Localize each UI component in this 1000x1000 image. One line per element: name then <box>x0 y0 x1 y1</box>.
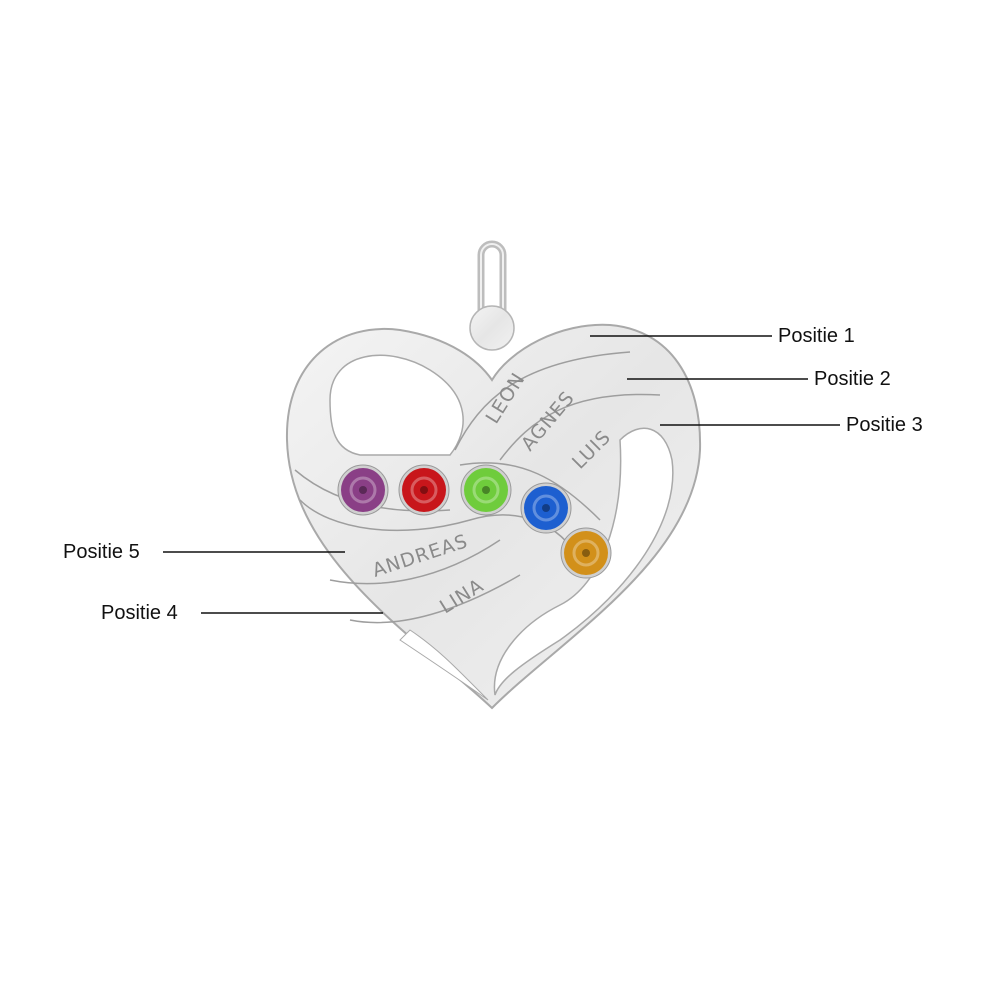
stone-peridot <box>460 464 512 516</box>
band-engraving-lines <box>294 351 661 624</box>
left-loop-cutout <box>329 354 464 456</box>
bottom-left-cutout <box>399 629 489 701</box>
stone-amethyst <box>337 464 389 516</box>
label-positie-3: Positie 3 <box>846 414 923 436</box>
stone-sapphire <box>520 482 572 534</box>
birthstones <box>337 464 612 579</box>
bail-ring <box>469 240 515 351</box>
label-positie-1: Positie 1 <box>778 325 855 347</box>
label-positie-4: Positie 4 <box>101 602 178 624</box>
label-positie-5: Positie 5 <box>63 541 140 563</box>
stone-ruby <box>398 464 450 516</box>
leader-lines <box>163 335 840 614</box>
stone-topaz <box>560 527 612 579</box>
label-positie-2: Positie 2 <box>814 368 891 390</box>
right-loop-cutout <box>493 427 674 696</box>
